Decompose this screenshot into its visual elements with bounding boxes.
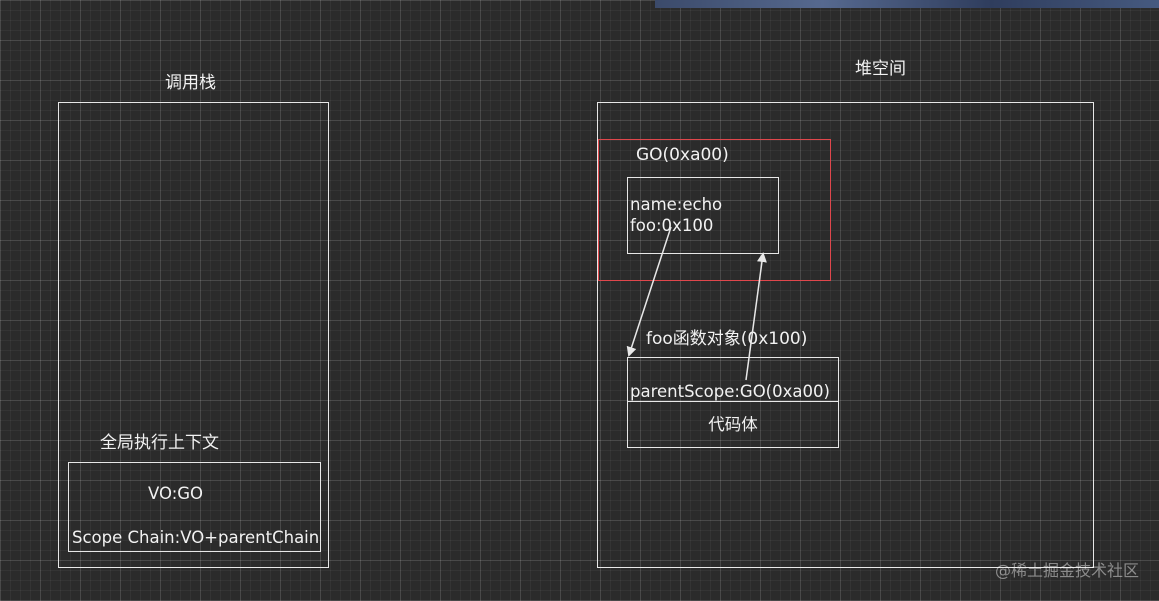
go-prop-name: name:echo bbox=[630, 195, 723, 214]
foo-code-body: 代码体 bbox=[708, 415, 758, 434]
global-context-label: 全局执行上下文 bbox=[100, 433, 219, 453]
go-prop-foo: foo:0x100 bbox=[630, 216, 714, 235]
top-image-strip bbox=[655, 0, 1159, 8]
watermark: @稀土掘金技术社区 bbox=[994, 561, 1139, 580]
go-object-box bbox=[598, 139, 831, 281]
call-stack-title: 调用栈 bbox=[165, 73, 216, 93]
foo-object-divider bbox=[628, 401, 838, 402]
foo-object-box: parentScope:GO(0xa00) 代码体 bbox=[627, 357, 839, 448]
go-label: GO(0xa00) bbox=[636, 145, 729, 165]
heap-title: 堆空间 bbox=[855, 59, 906, 79]
heap-box bbox=[597, 102, 1094, 568]
foo-parent-scope: parentScope:GO(0xa00) bbox=[630, 382, 830, 401]
global-context-box: VO:GO Scope Chain:VO+parentChain bbox=[68, 462, 321, 552]
scope-chain-text: Scope Chain:VO+parentChain bbox=[72, 528, 320, 547]
go-properties-box: name:echo foo:0x100 bbox=[627, 177, 779, 254]
call-stack-box bbox=[58, 102, 329, 568]
vo-text: VO:GO bbox=[148, 484, 204, 503]
foo-object-label: foo函数对象(0x100) bbox=[646, 329, 808, 349]
